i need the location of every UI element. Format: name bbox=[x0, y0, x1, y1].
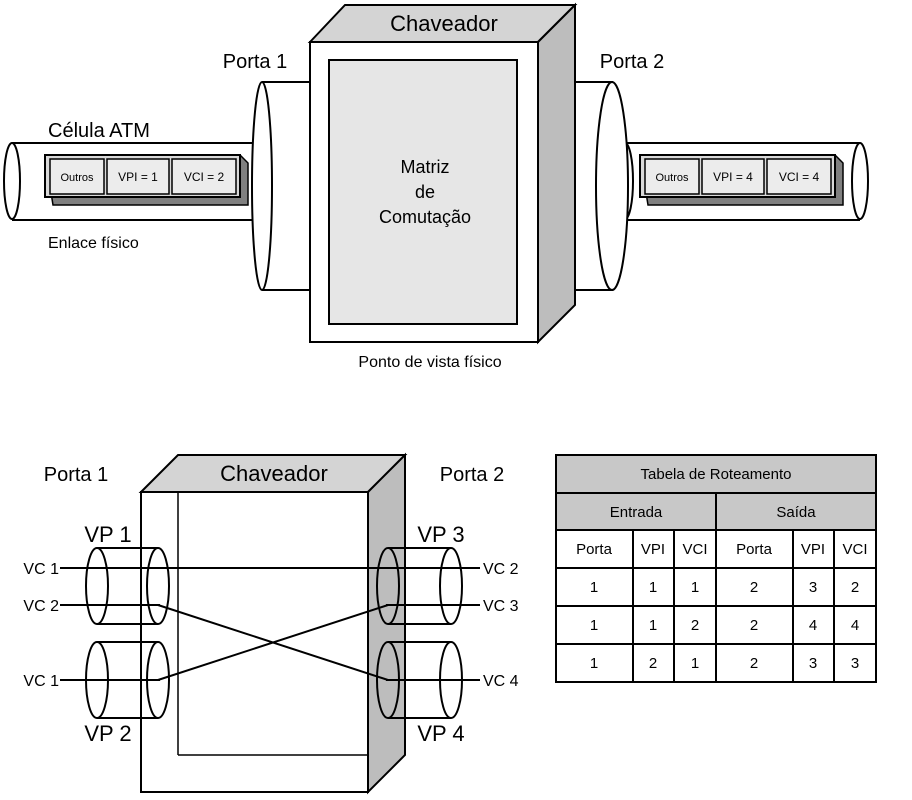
table-cell: 1 bbox=[590, 617, 598, 634]
cell-in-others-field bbox=[49, 158, 105, 195]
vp1-label: VP 1 bbox=[84, 522, 131, 547]
col-header-porta-out: Porta bbox=[736, 541, 773, 558]
physical-view-caption: Ponto de vista físico bbox=[358, 354, 501, 371]
switching-matrix bbox=[328, 59, 518, 325]
cell-out-vpi-text: VPI = 4 bbox=[713, 170, 753, 184]
vc-left-2: VC 2 bbox=[23, 598, 59, 615]
port-1-connector bbox=[251, 81, 311, 291]
table-group-saida bbox=[715, 492, 877, 531]
table-cell: 1 bbox=[649, 579, 657, 596]
physical-port-1-label: Porta 1 bbox=[223, 51, 287, 73]
vc-lines bbox=[60, 567, 480, 681]
table-cell: 1 bbox=[590, 655, 598, 672]
table-cell: 1 bbox=[590, 579, 598, 596]
atm-cell-in: Outros VPI = 1 VCI = 2 bbox=[44, 154, 249, 206]
vc-right-2: VC 3 bbox=[483, 598, 519, 615]
table-cell: 2 bbox=[691, 617, 699, 634]
physical-switch-box bbox=[307, 2, 578, 345]
table-group-entrada bbox=[555, 492, 717, 531]
cell-in-vci-field bbox=[171, 158, 237, 195]
logical-switch-box bbox=[138, 452, 408, 795]
routing-table-text: Tabela de Roteamento Entrada Saída Porta… bbox=[576, 466, 867, 672]
col-header-porta-in: Porta bbox=[576, 541, 613, 558]
matrix-label-line-2: de bbox=[415, 182, 435, 202]
vc1-to-vc3-connection bbox=[157, 604, 389, 681]
vp3-label: VP 3 bbox=[417, 522, 464, 547]
col-header-vpi-out: VPI bbox=[801, 541, 825, 558]
vc-right-3: VC 4 bbox=[483, 673, 519, 690]
vp2-label: VP 2 bbox=[84, 721, 131, 746]
table-cell: 3 bbox=[809, 579, 817, 596]
cell-out-vpi-field bbox=[701, 158, 765, 195]
vc-left-1: VC 1 bbox=[23, 561, 59, 578]
table-cell: 1 bbox=[649, 617, 657, 634]
table-cell: 3 bbox=[809, 655, 817, 672]
cell-in-vpi-text: VPI = 1 bbox=[118, 170, 158, 184]
table-cell: 2 bbox=[750, 655, 758, 672]
table-cell: 2 bbox=[750, 617, 758, 634]
cell-out-vci-field bbox=[766, 158, 832, 195]
vc-right-1: VC 2 bbox=[483, 561, 519, 578]
table-title: Tabela de Roteamento bbox=[641, 466, 792, 483]
cell-in-vci-text: VCI = 2 bbox=[184, 170, 225, 184]
logical-switch-front-face bbox=[140, 491, 369, 793]
atm-cell-out: Outros VPI = 4 VCI = 4 bbox=[639, 154, 844, 206]
col-header-vci-in: VCI bbox=[682, 541, 707, 558]
logical-port-2-label: Porta 2 bbox=[440, 464, 504, 486]
cell-in-vpi-field bbox=[106, 158, 170, 195]
col-header-vpi-in: VPI bbox=[641, 541, 665, 558]
table-header-entrada: Entrada bbox=[610, 504, 663, 521]
vc-left-3: VC 1 bbox=[23, 673, 59, 690]
cell-out-others-field bbox=[644, 158, 700, 195]
cell-out-others-text: Outros bbox=[655, 172, 689, 184]
matrix-label-line-1: Matriz bbox=[401, 157, 450, 177]
physical-link-label: Enlace físico bbox=[48, 235, 139, 252]
atm-cell-label: Célula ATM bbox=[48, 120, 150, 142]
col-header-vci-out: VCI bbox=[842, 541, 867, 558]
logical-port-1-label: Porta 1 bbox=[44, 464, 108, 486]
physical-switch-title: Chaveador bbox=[390, 11, 498, 36]
table-cell: 2 bbox=[750, 579, 758, 596]
cell-in-others-text: Outros bbox=[60, 172, 94, 184]
table-cell: 1 bbox=[691, 655, 699, 672]
table-cell: 1 bbox=[691, 579, 699, 596]
table-cell: 3 bbox=[851, 655, 859, 672]
table-cell: 2 bbox=[649, 655, 657, 672]
table-header-saida: Saída bbox=[776, 504, 816, 521]
matrix-label-line-3: Comutação bbox=[379, 207, 471, 227]
table-cell: 4 bbox=[851, 617, 859, 634]
table-cell: 2 bbox=[851, 579, 859, 596]
cell-out-vci-text: VCI = 4 bbox=[779, 170, 820, 184]
vp4-label: VP 4 bbox=[417, 721, 464, 746]
switch-side-face bbox=[537, 2, 576, 345]
physical-port-2-label: Porta 2 bbox=[600, 51, 664, 73]
table-cell: 4 bbox=[809, 617, 817, 634]
logical-switch-title: Chaveador bbox=[220, 461, 328, 486]
routing-table bbox=[555, 454, 877, 683]
left-physical-link bbox=[3, 142, 262, 221]
